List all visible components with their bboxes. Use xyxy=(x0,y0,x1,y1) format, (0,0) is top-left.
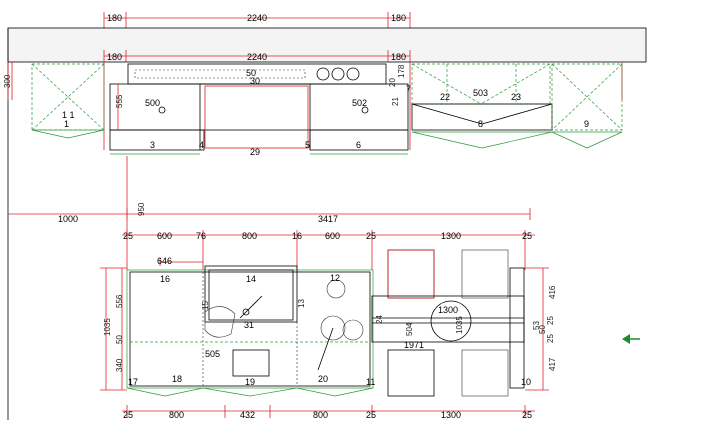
plan-646: 646 xyxy=(157,256,172,266)
dim-300: 300 xyxy=(3,74,12,88)
label-11: 1 1 xyxy=(62,110,75,120)
overall-dims: 1000 3417 950 xyxy=(8,156,531,240)
label-5: 5 xyxy=(305,140,310,150)
plan-505: 505 xyxy=(205,349,220,359)
dim-20: 20 xyxy=(388,78,397,87)
plan-1971: 1971 xyxy=(404,340,424,350)
dim-top-mid: 2240 xyxy=(247,13,267,23)
plan-island: 646 16 14 12 15 13 31 505 18 19 20 17 11 xyxy=(126,256,375,397)
plan-50-right: 50 xyxy=(538,325,547,334)
label-50: 50 xyxy=(246,68,256,78)
dim-top-left: 180 xyxy=(107,13,122,23)
left-height-dim: 300 xyxy=(3,62,13,100)
label-500: 500 xyxy=(145,98,160,108)
plan-right-dims: 416 25 50 25 417 xyxy=(525,267,557,391)
plan-top-dim-1: 600 xyxy=(157,231,172,241)
dim-950: 950 xyxy=(137,202,146,216)
plan-50-left: 50 xyxy=(115,335,124,344)
plan-bottom-dim-0: 25 xyxy=(123,410,133,420)
plan-15: 15 xyxy=(201,301,210,310)
plan-bottom-dim-5: 1300 xyxy=(441,410,461,420)
extractor-band: 50 30 xyxy=(127,63,387,86)
plan-bottom-dim-1: 800 xyxy=(169,410,184,420)
dim-3417: 3417 xyxy=(318,214,338,224)
plan-53: 53 xyxy=(532,321,541,330)
base-units-elevation: 500 502 3 29 6 7 4 5 555 178 20 21 xyxy=(109,64,411,157)
plan-556: 556 xyxy=(115,294,124,308)
plan-bottom-dim-3: 800 xyxy=(313,410,328,420)
plan-top-dim-4: 16 xyxy=(292,231,302,241)
plan-19: 19 xyxy=(245,377,255,387)
dim-wall-mid: 2240 xyxy=(247,52,267,62)
label-9: 9 xyxy=(584,119,589,129)
plan-12: 12 xyxy=(330,273,340,283)
plan-417: 417 xyxy=(548,357,557,371)
plan-bottom-dim-2: 432 xyxy=(240,410,255,420)
plan-18: 18 xyxy=(172,374,182,384)
plan-left-dims: 1035 556 50 340 xyxy=(100,267,127,391)
plan-top-dim-2: 76 xyxy=(196,231,206,241)
label-502: 502 xyxy=(352,98,367,108)
label-6: 6 xyxy=(356,140,361,150)
plan-10: 10 xyxy=(521,377,531,387)
plan-17: 17 xyxy=(128,377,138,387)
plan-1035-table: 1035 xyxy=(455,316,464,334)
dim-1000: 1000 xyxy=(58,214,78,224)
plan-top-dims: 25 600 76 800 16 600 25 1300 25 xyxy=(122,230,535,270)
plan-20: 20 xyxy=(318,374,328,384)
label-30: 30 xyxy=(250,76,260,86)
plan-top-dim-5: 600 xyxy=(325,231,340,241)
plan-25-b: 25 xyxy=(546,334,555,343)
label-22: 22 xyxy=(440,92,450,102)
label-23: 23 xyxy=(511,92,521,102)
plan-31: 31 xyxy=(244,320,254,330)
dim-top-right: 180 xyxy=(391,13,406,23)
dim-wall-right: 180 xyxy=(391,52,406,62)
plan-504: 504 xyxy=(405,322,414,336)
plan-13: 13 xyxy=(297,299,306,308)
plan-dining-table: 24 504 1300 1971 1035 53 10 xyxy=(371,249,541,397)
plan-top-dim-8: 25 xyxy=(522,231,532,241)
plan-24: 24 xyxy=(375,315,384,324)
label-8: 8 xyxy=(478,119,483,129)
plan-1035-left: 1035 xyxy=(103,318,112,336)
plan-bottom-dim-6: 25 xyxy=(522,410,532,420)
wall-cabinet-left: 1 1 1 xyxy=(31,63,105,139)
plan-416: 416 xyxy=(548,285,557,299)
label-4: 4 xyxy=(199,140,204,150)
dim-555: 555 xyxy=(115,94,124,108)
plan-1300: 1300 xyxy=(438,305,458,315)
arrow-left-icon xyxy=(622,334,640,344)
top-dimension-line: 180 2240 180 xyxy=(103,12,411,30)
plan-16: 16 xyxy=(160,274,170,284)
dim-21: 21 xyxy=(391,97,400,106)
plan-bottom-dims: 25 800 432 800 25 1300 25 xyxy=(122,405,535,420)
wall-cabinets-right: 22 503 23 8 9 xyxy=(411,63,623,149)
plan-top-dim-6: 25 xyxy=(366,231,376,241)
label-29: 29 xyxy=(250,147,260,157)
plan-340: 340 xyxy=(115,358,124,372)
plan-11: 11 xyxy=(366,377,375,387)
dim-178: 178 xyxy=(397,64,406,78)
plan-top-dim-0: 25 xyxy=(123,231,133,241)
plan-top-dim-7: 1300 xyxy=(441,231,461,241)
label-503: 503 xyxy=(473,88,488,98)
plan-14: 14 xyxy=(246,274,256,284)
plan-bottom-dim-4: 25 xyxy=(366,410,376,420)
label-7: 7 xyxy=(406,84,411,94)
plan-top-dim-3: 800 xyxy=(242,231,257,241)
label-1: 1 xyxy=(64,119,69,129)
dim-wall-left: 180 xyxy=(107,52,122,62)
label-3: 3 xyxy=(150,140,155,150)
plan-25-a: 25 xyxy=(546,316,555,325)
